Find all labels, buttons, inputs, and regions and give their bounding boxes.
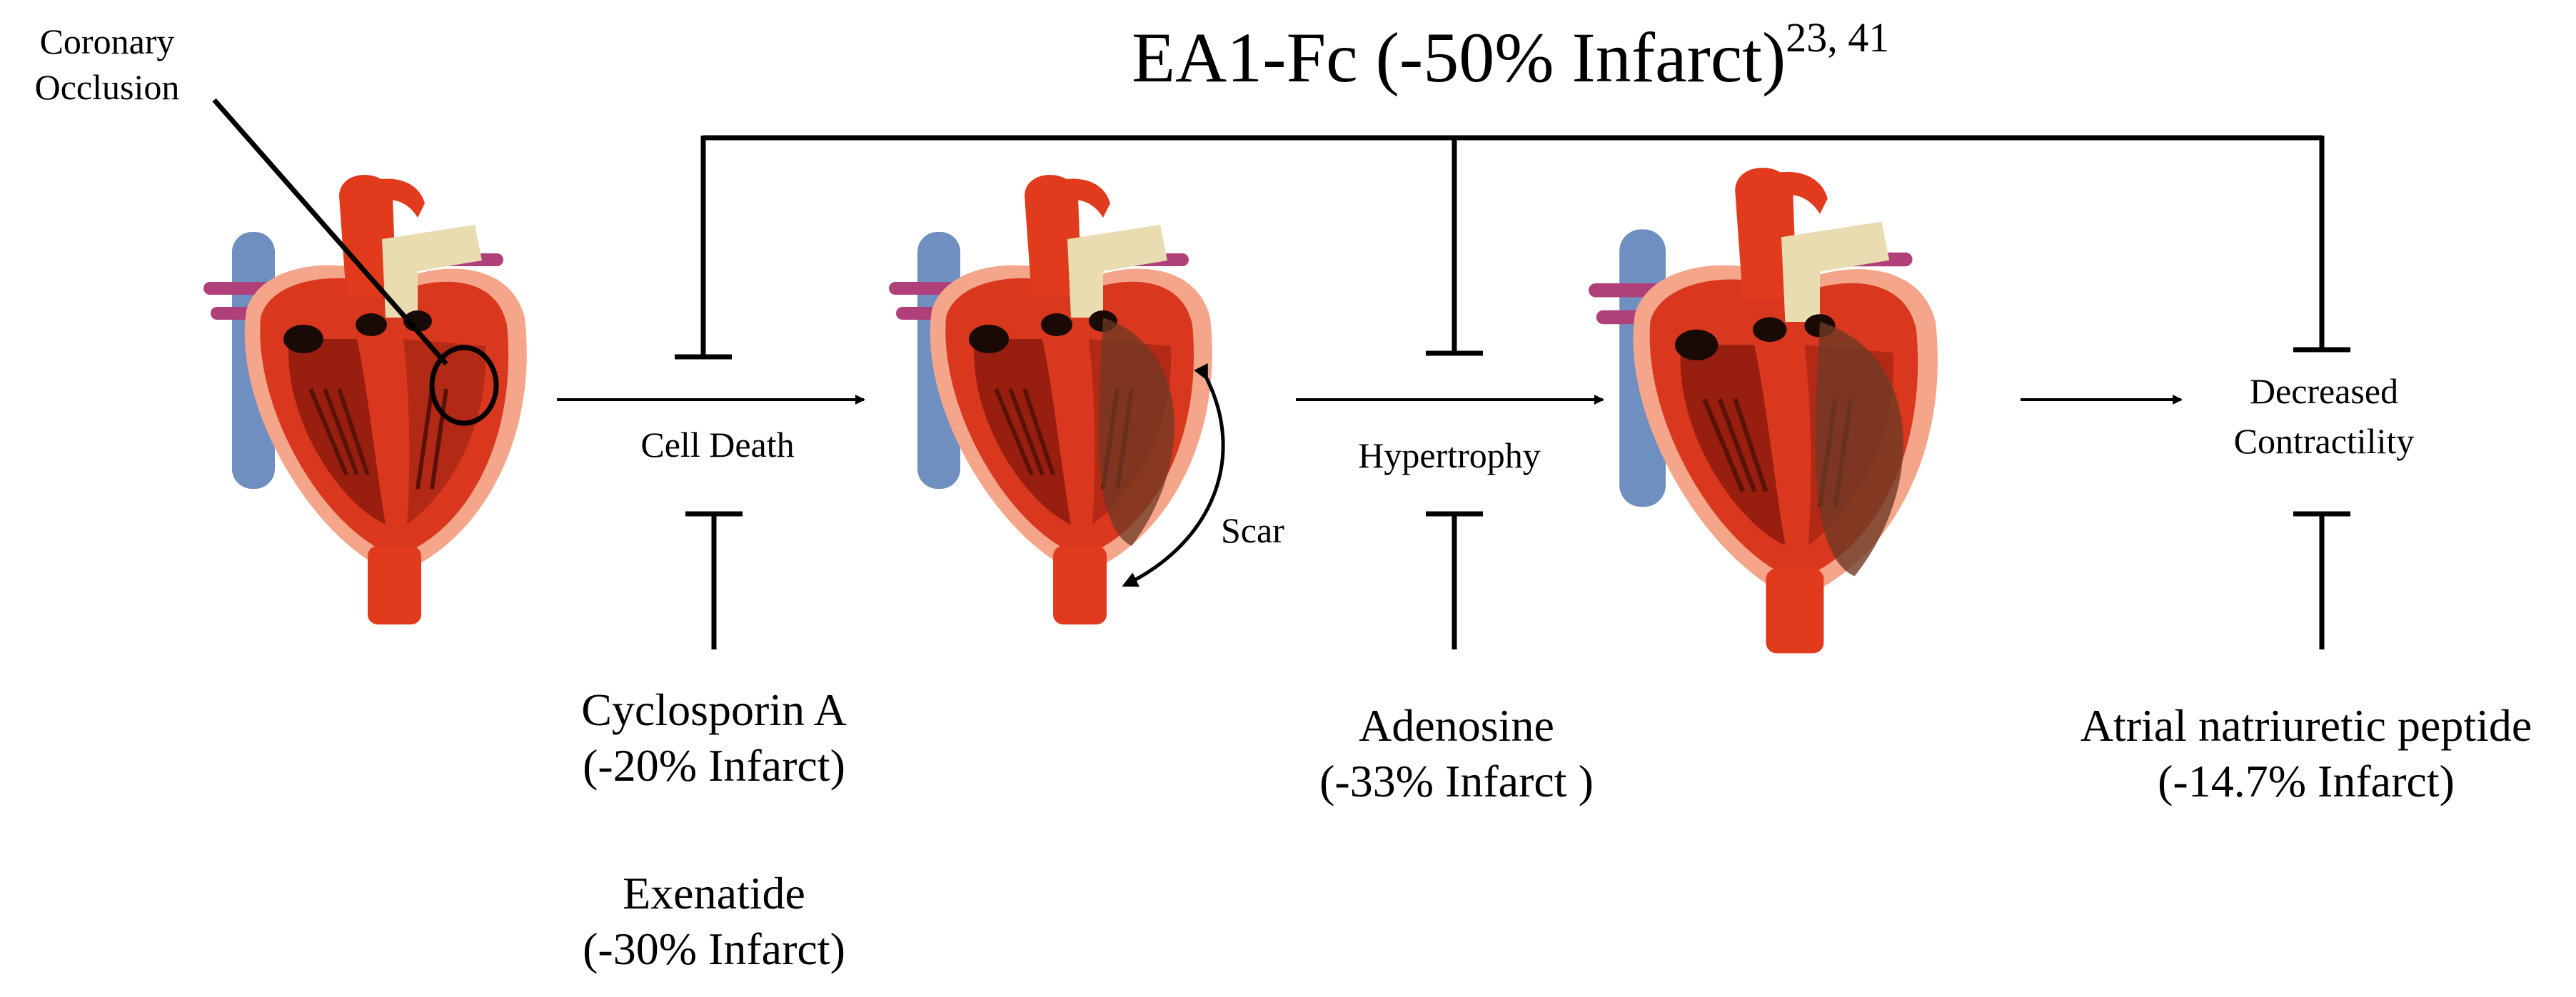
hypertrophy-label: Hypertrophy — [1358, 435, 1541, 475]
anp-name: Atrial natriuretic peptide — [2080, 700, 2532, 751]
anp-inhibition-bar — [2293, 511, 2350, 649]
anp-treatment: Atrial natriuretic peptide (-14.7% Infar… — [2049, 699, 2563, 807]
adenosine-effect: (-33% Infarct ) — [1319, 755, 1594, 806]
title-main: EA1-Fc (-50% Infarct) — [1132, 18, 1786, 97]
adenosine-treatment: Adenosine (-33% Infarct ) — [1264, 699, 1649, 807]
heart-hypertrophied-illustration — [1589, 168, 1938, 653]
occlusion-pointer-line — [212, 98, 448, 366]
coronary-occlusion-label: Coronary Occlusion — [14, 21, 200, 108]
exenatide-effect: (-30% Infarct) — [583, 923, 845, 974]
heart-healthy-illustration — [203, 175, 527, 624]
cyclosporin-name: Cyclosporin A — [581, 684, 847, 735]
ea1fc-inhibition-bracket — [675, 135, 2350, 360]
heart-scarred-illustration — [889, 175, 1212, 624]
coronary-occlusion-line2: Occlusion — [34, 66, 180, 107]
scar-arrow — [1122, 363, 1225, 587]
cyclosporin-treatment: Cyclosporin A (-20% Infarct) — [521, 684, 907, 791]
scar-label: Scar — [1221, 510, 1284, 550]
cell-death-label: Cell Death — [640, 425, 795, 465]
decreased-contractility-label: Decreased Contractility — [2203, 371, 2445, 462]
anp-effect: (-14.7% Infarct) — [2158, 755, 2455, 806]
adenosine-inhibition-bar — [1426, 511, 1483, 649]
title-superscript: 23, 41 — [1786, 14, 1890, 61]
cyclosporin-inhibition-bar — [685, 511, 743, 649]
page-title: EA1-Fc (-50% Infarct)23, 41 — [1132, 14, 1889, 98]
decreased-contractility-line1: Decreased — [2249, 371, 2399, 411]
exenatide-treatment: Exenatide (-30% Infarct) — [521, 867, 907, 975]
occlusion-circle — [429, 345, 499, 426]
coronary-occlusion-line1: Coronary — [39, 21, 175, 61]
adenosine-name: Adenosine — [1359, 700, 1554, 751]
exenatide-name: Exenatide — [623, 868, 805, 918]
decreased-contractility-line2: Contractility — [2233, 420, 2415, 461]
cyclosporin-effect: (-20% Infarct) — [583, 739, 845, 791]
